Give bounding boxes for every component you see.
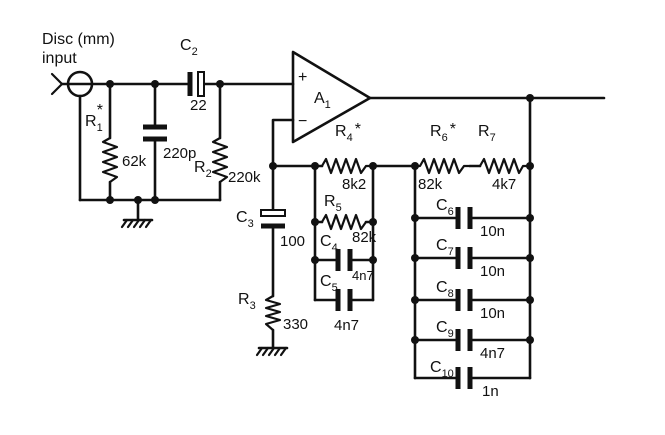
r4-value: 8k2 [342, 176, 366, 193]
junction-dot [311, 162, 319, 170]
c7-label: C7 [436, 237, 454, 258]
ground-symbol-input [120, 218, 154, 229]
r7-resistor [478, 157, 532, 175]
c10-label: C10 [430, 359, 454, 380]
r5-resistor [320, 213, 368, 231]
c8-value: 10n [480, 305, 505, 322]
junction-dot [526, 94, 534, 102]
c5-label: C5 [320, 273, 338, 294]
input-label-line2: input [42, 50, 77, 67]
junction-dots [106, 80, 534, 344]
r1-value: 62k [122, 153, 147, 170]
r3-value: 330 [283, 316, 308, 333]
junction-dot [106, 80, 114, 88]
c3-value: 100 [280, 233, 305, 250]
a1-opamp-triangle [291, 50, 372, 144]
junction-dot [411, 336, 419, 344]
c6-value: 10n [480, 223, 505, 240]
a1-minus: − [298, 113, 307, 130]
r1-label: R1* [85, 102, 103, 134]
c3-capacitor [260, 209, 286, 229]
r7-label: R7 [478, 123, 496, 144]
junction-dot [526, 336, 534, 344]
r5-label: R5 [324, 193, 342, 214]
a1-plus: + [298, 69, 307, 86]
r6-resistor [413, 157, 472, 175]
c10-capacitor [455, 367, 473, 389]
r6-value: 82k [418, 176, 443, 193]
junction-dot [411, 214, 419, 222]
r4-label: R4* [335, 121, 361, 144]
r2-label: R2 [194, 159, 212, 180]
r2-resistor [211, 136, 229, 184]
junction-dot [311, 256, 319, 264]
c7-value: 10n [480, 263, 505, 280]
input-label-line1: Disc (mm) [42, 31, 115, 48]
a1-label: A1 [314, 90, 331, 111]
input-arrow [50, 72, 64, 96]
r5-value: 82k [352, 229, 377, 246]
junction-dot [216, 80, 224, 88]
c8-label: C8 [436, 279, 454, 300]
c6-capacitor [455, 207, 473, 229]
junction-dot [369, 256, 377, 264]
c9-capacitor [455, 329, 473, 351]
junction-dot [526, 162, 534, 170]
junction-dot [411, 162, 419, 170]
c9-label: C9 [436, 319, 454, 340]
r1-resistor [101, 136, 119, 184]
r7-value: 4k7 [492, 176, 516, 193]
r3-resistor [264, 294, 282, 332]
c2-capacitor [187, 71, 205, 97]
c3-label: C3 [236, 209, 254, 230]
c5-value: 4n7 [334, 317, 359, 334]
junction-dot [526, 296, 534, 304]
c6-label: C6 [436, 197, 454, 218]
c7-capacitor [455, 247, 473, 269]
junction-dot [269, 162, 277, 170]
junction-dot [411, 254, 419, 262]
c8-capacitor [455, 289, 473, 311]
c9-value: 4n7 [480, 345, 505, 362]
c2-value: 22 [190, 97, 207, 114]
ground-symbol-r3 [255, 346, 289, 357]
junction-dot [311, 218, 319, 226]
junction-dot [369, 218, 377, 226]
wiring [50, 72, 606, 380]
c5-capacitor [335, 289, 353, 311]
c1-capacitor [143, 124, 167, 142]
c4-capacitor [335, 249, 353, 271]
junction-dot [106, 196, 114, 204]
r6-label: R6* [430, 121, 456, 144]
junction-dot [369, 162, 377, 170]
junction-dot [526, 254, 534, 262]
junction-dot [151, 196, 159, 204]
r2-value: 220k [228, 169, 261, 186]
r3-label: R3 [238, 291, 256, 312]
c10-value: 1n [482, 383, 499, 400]
junction-dot [134, 196, 142, 204]
junction-dot [526, 214, 534, 222]
c1-value: 220p [163, 145, 196, 162]
c4-value: 4n7 [352, 268, 374, 283]
wire-minus-input [271, 118, 295, 168]
input-jack-symbol [66, 70, 94, 98]
r4-resistor [320, 157, 375, 175]
c2-label: C2 [180, 37, 198, 58]
junction-dot [411, 296, 419, 304]
junction-dot [151, 80, 159, 88]
c4-label: C4 [320, 233, 338, 254]
